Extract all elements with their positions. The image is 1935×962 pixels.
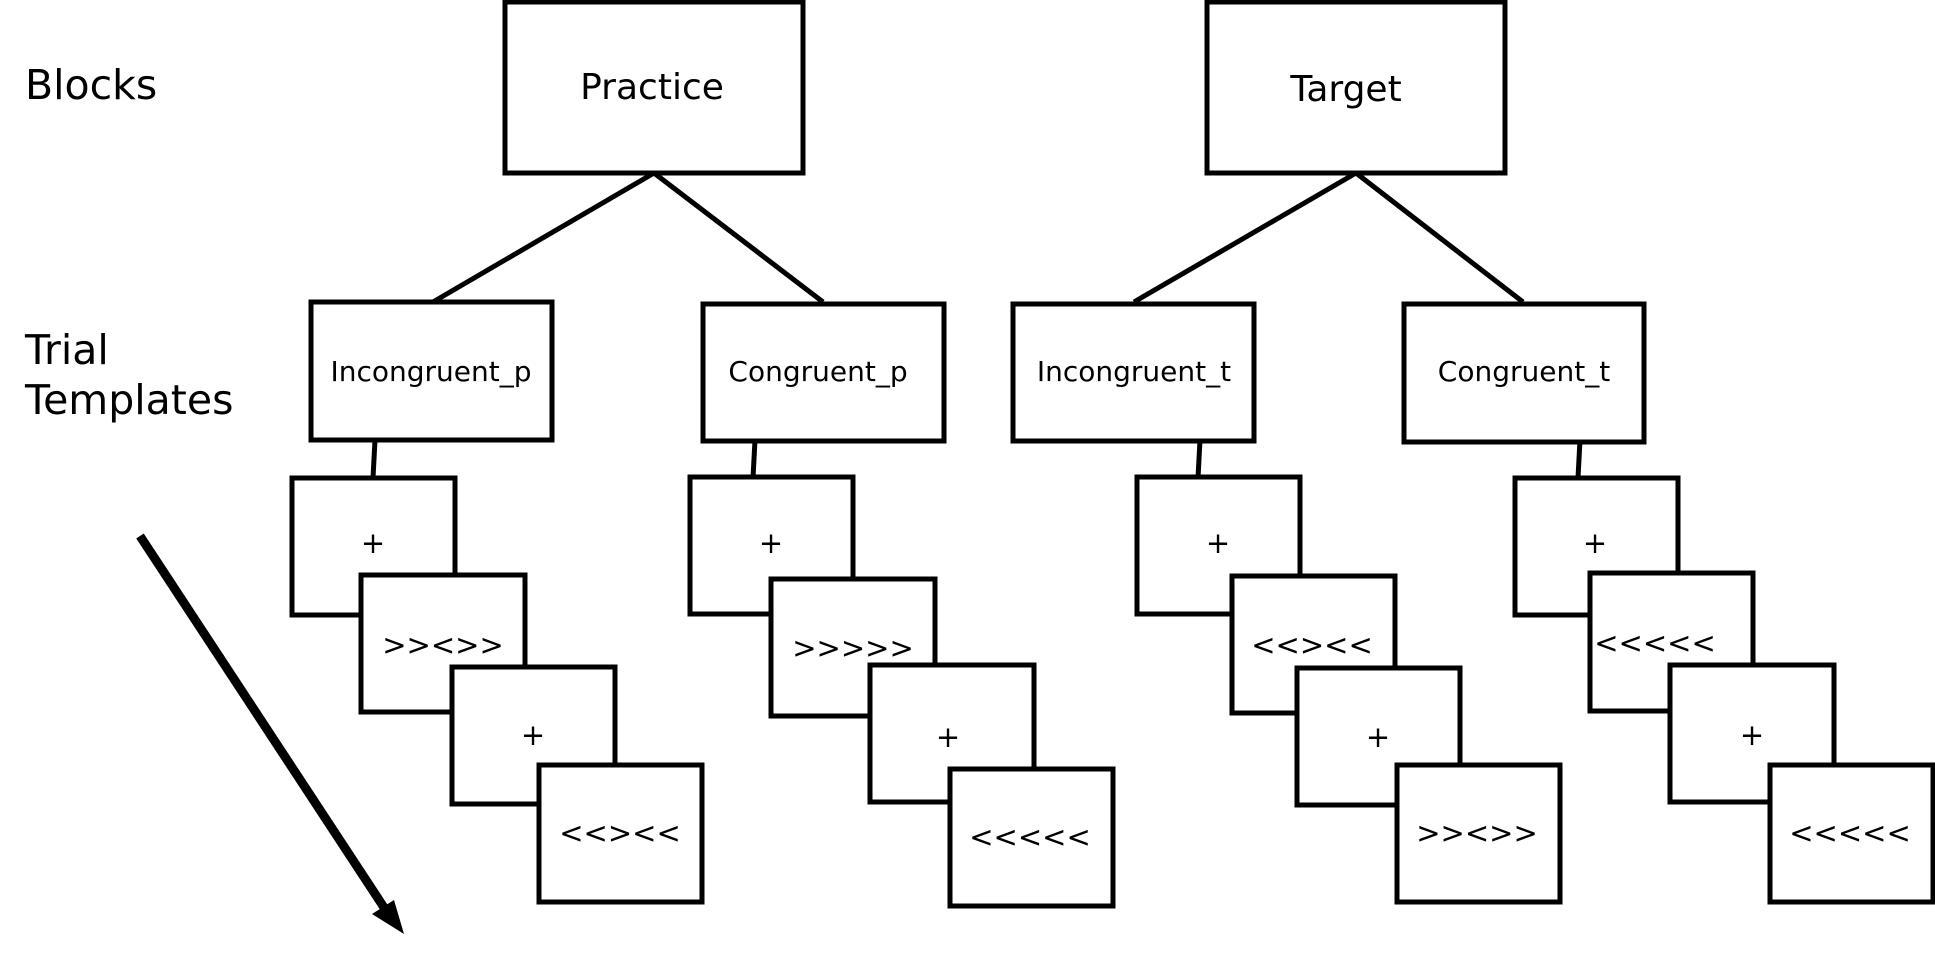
row-label-trial: Trial: [24, 326, 109, 374]
frame-box: [1394, 762, 1563, 905]
frame-label: <<><<: [559, 816, 681, 850]
template-incongruent-t: Incongruent_t: [1010, 301, 1257, 444]
template-label-congruent-p: Congruent_p: [728, 355, 907, 388]
template-box-incongruent-p: [308, 299, 555, 443]
row-label-blocks: Blocks: [25, 61, 157, 109]
template-label-incongruent-p: Incongruent_p: [330, 355, 531, 388]
template-label-congruent-t: Congruent_t: [1438, 355, 1610, 388]
frame-label: <<<<<: [1789, 816, 1911, 850]
block-label-target: Target: [1289, 69, 1401, 110]
frame-label: +: [936, 720, 960, 754]
block-target: Target: [1204, 0, 1508, 176]
connector-target-congruent: [1354, 171, 1525, 304]
connector-incongruent-t-frames: [1195, 439, 1203, 479]
frame-box: [947, 766, 1116, 909]
arrow-shaft: [136, 533, 389, 912]
frame-label: +: [759, 526, 783, 560]
template-box-congruent-t: [1401, 301, 1647, 445]
frame-label: >><>>: [382, 628, 504, 662]
connector-practice-incongruent: [431, 170, 656, 305]
frame-label: <<<<<: [1594, 626, 1716, 660]
connector-target-incongruent: [1132, 170, 1358, 305]
template-congruent-t: Congruent_t: [1401, 301, 1647, 445]
frame-box: [536, 762, 705, 905]
frame-label: <<<<<: [969, 820, 1091, 854]
frame-label: >><>>: [1416, 816, 1538, 850]
row-label-templates: Templates: [24, 376, 233, 424]
template-box-incongruent-t: [1010, 301, 1257, 444]
connector-practice-congruent: [652, 171, 825, 304]
frame-stack-incongruent-p: + >><>> + <<><<: [289, 475, 705, 905]
frame-label: +: [1366, 720, 1390, 754]
frame-label: +: [1740, 718, 1764, 752]
template-congruent-p: Congruent_p: [700, 301, 947, 444]
frame-box: [1767, 762, 1935, 905]
block-practice: Practice: [502, 0, 806, 176]
frame-stack-congruent-p: + >>>>> + <<<<<: [687, 474, 1116, 909]
block-label-practice: Practice: [580, 67, 724, 108]
frame-label: +: [521, 718, 545, 752]
connector-congruent-t-frames: [1575, 439, 1583, 479]
frame-label: +: [1206, 526, 1230, 560]
block-box-practice: [502, 0, 806, 176]
template-connectors: [370, 439, 1583, 479]
template-box-congruent-p: [700, 301, 947, 444]
block-box-target: [1204, 0, 1508, 176]
diagonal-arrow-icon: [136, 533, 404, 934]
frame-label: +: [1583, 526, 1607, 560]
frame-label: <<><<: [1251, 628, 1373, 662]
connector-incongruent-p-frames: [370, 439, 378, 479]
connector-congruent-p-frames: [750, 439, 758, 479]
block-connectors: [431, 170, 1525, 305]
frame-stack-congruent-t: + <<<<< + <<<<<: [1512, 475, 1935, 905]
frame-stack-incongruent-t: + <<><< + >><>>: [1134, 474, 1563, 905]
arrow-head: [372, 900, 404, 934]
template-label-incongruent-t: Incongruent_t: [1037, 355, 1231, 388]
template-incongruent-p: Incongruent_p: [308, 299, 555, 443]
frame-label: >>>>>: [792, 631, 914, 665]
frame-label: +: [361, 526, 385, 560]
